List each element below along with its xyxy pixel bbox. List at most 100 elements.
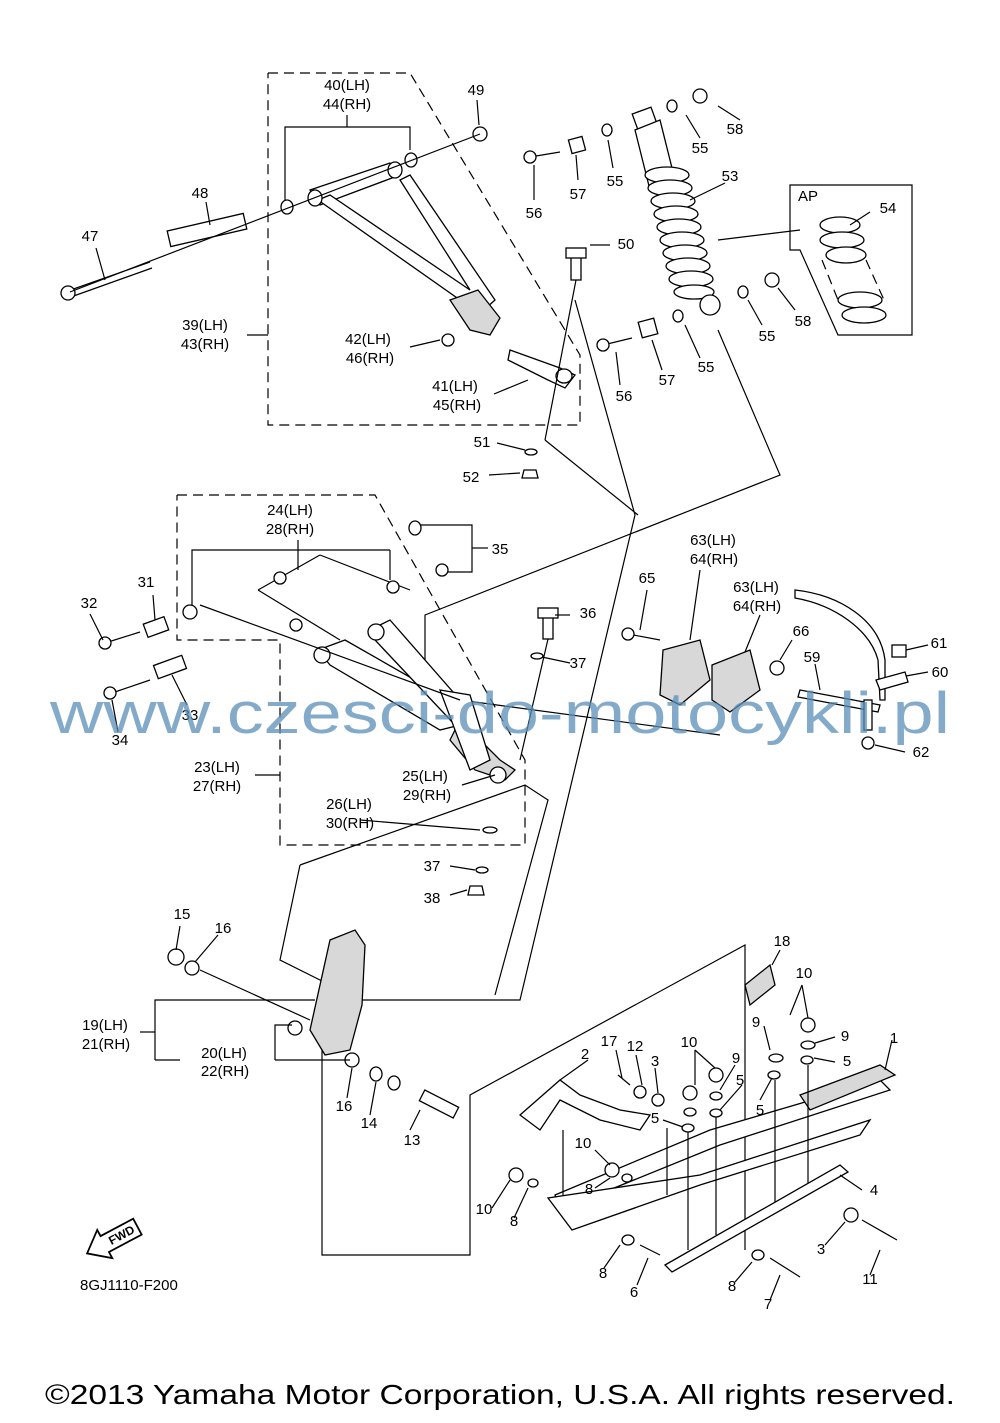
- part-labels: 40(LH) 44(RH) 49 58 55 55 57 56 53 AP 54…: [81, 77, 949, 1313]
- lower-arm-group-box: [176, 494, 526, 846]
- part-label: 56: [616, 388, 633, 405]
- ski-assembly: [508, 963, 898, 1278]
- part-label: 55: [607, 173, 624, 190]
- part-label: 44(RH): [323, 96, 371, 113]
- forward-direction-badge: FWD: [85, 1217, 143, 1260]
- part-label: 8: [599, 1265, 607, 1282]
- diagram-code: 8GJ1110-F200: [80, 1277, 178, 1294]
- upper-arm-group-box: [267, 72, 581, 426]
- lower-a-arm: [257, 554, 517, 781]
- ski-spindle: [167, 929, 460, 1119]
- part-label: 58: [795, 313, 812, 330]
- part-label: 24(LH): [267, 502, 313, 519]
- lower-arm-hardware: [98, 520, 559, 896]
- part-label: 52: [463, 469, 480, 486]
- part-label: 63(LH): [690, 532, 736, 549]
- part-label: 62: [913, 744, 930, 761]
- part-label: 9: [841, 1028, 849, 1045]
- part-label: 61: [931, 635, 948, 652]
- routing-lines: [279, 299, 781, 1256]
- part-label: 37: [570, 655, 587, 672]
- part-label: 8: [728, 1278, 736, 1295]
- part-label: 23(LH): [194, 759, 240, 776]
- part-label: 27(RH): [193, 778, 241, 795]
- part-label: 9: [752, 1014, 760, 1031]
- part-label: 40(LH): [324, 77, 370, 94]
- part-label: 36: [580, 605, 597, 622]
- part-label: 10: [796, 965, 813, 982]
- copyright-notice: ©2013 Yamaha Motor Corporation, U.S.A. A…: [45, 1379, 955, 1410]
- part-label: 50: [618, 236, 635, 253]
- part-label: 11: [862, 1271, 878, 1288]
- part-label: 65: [639, 570, 656, 587]
- part-label: 35: [492, 541, 509, 558]
- part-label: 45(RH): [433, 397, 481, 414]
- part-label: 22(RH): [201, 1063, 249, 1080]
- part-label: 31: [138, 574, 155, 591]
- part-label: 58: [727, 121, 744, 138]
- part-label: 64(RH): [733, 598, 781, 615]
- part-label: 57: [570, 186, 587, 203]
- part-label: 53: [722, 168, 739, 185]
- part-label: 1: [890, 1030, 898, 1047]
- part-label: 4: [870, 1182, 878, 1199]
- part-label: 42(LH): [345, 331, 391, 348]
- part-label: 57: [659, 372, 676, 389]
- part-label: 18: [774, 933, 791, 950]
- part-label: 20(LH): [201, 1045, 247, 1062]
- part-label: 21(RH): [82, 1036, 130, 1053]
- upper-a-arm: [307, 161, 501, 336]
- part-label: 54: [880, 200, 897, 217]
- part-label: 7: [764, 1296, 772, 1313]
- part-label: AP: [798, 188, 818, 205]
- part-label: 17: [601, 1033, 618, 1050]
- part-label: 16: [336, 1098, 353, 1115]
- part-label: 8: [510, 1213, 518, 1230]
- part-label: 2: [581, 1046, 589, 1063]
- part-label: 6: [630, 1284, 638, 1301]
- part-label: 55: [759, 328, 776, 345]
- part-label: 16: [215, 920, 232, 937]
- part-label: 55: [692, 140, 709, 157]
- part-label: 26(LH): [326, 796, 372, 813]
- shock-absorber: [523, 88, 780, 352]
- part-label: 3: [651, 1053, 659, 1070]
- part-label: 5: [843, 1053, 851, 1070]
- part-label: 19(LH): [82, 1017, 128, 1034]
- part-label: 49: [468, 82, 485, 99]
- part-label: 5: [651, 1110, 659, 1127]
- ap-callout-box: [717, 184, 913, 336]
- part-label: 30(RH): [326, 815, 374, 832]
- part-label: 5: [736, 1072, 744, 1089]
- part-label: 39(LH): [182, 317, 228, 334]
- part-label: 41(LH): [432, 378, 478, 395]
- handle-brackets: [621, 589, 909, 750]
- part-label: 66: [793, 623, 810, 640]
- part-label: 9: [732, 1050, 740, 1067]
- part-label: 32: [81, 595, 98, 612]
- part-label: 38: [424, 890, 441, 907]
- part-label: 3: [817, 1241, 825, 1258]
- part-label: 25(LH): [402, 768, 448, 785]
- part-label: 47: [82, 228, 99, 245]
- part-label: 43(RH): [181, 336, 229, 353]
- part-label: 12: [627, 1038, 644, 1055]
- part-label: 29(RH): [403, 787, 451, 804]
- part-label: 15: [174, 906, 191, 923]
- part-label: 60: [932, 664, 949, 681]
- part-label: 33: [182, 707, 199, 724]
- part-label: 34: [112, 732, 129, 749]
- part-label: 10: [681, 1034, 698, 1051]
- part-label: 14: [361, 1115, 378, 1132]
- part-label: 55: [698, 359, 715, 376]
- part-label: 64(RH): [690, 551, 738, 568]
- part-label: 48: [192, 185, 209, 202]
- part-label: 37: [424, 858, 441, 875]
- upper-arm-hardware: [60, 126, 587, 479]
- callout-lines: [89, 99, 929, 1301]
- part-label: 63(LH): [733, 579, 779, 596]
- part-label: 13: [404, 1132, 421, 1149]
- part-label: 56: [526, 205, 543, 222]
- watermark: www.czesci-do-motocykli.pl: [49, 681, 950, 746]
